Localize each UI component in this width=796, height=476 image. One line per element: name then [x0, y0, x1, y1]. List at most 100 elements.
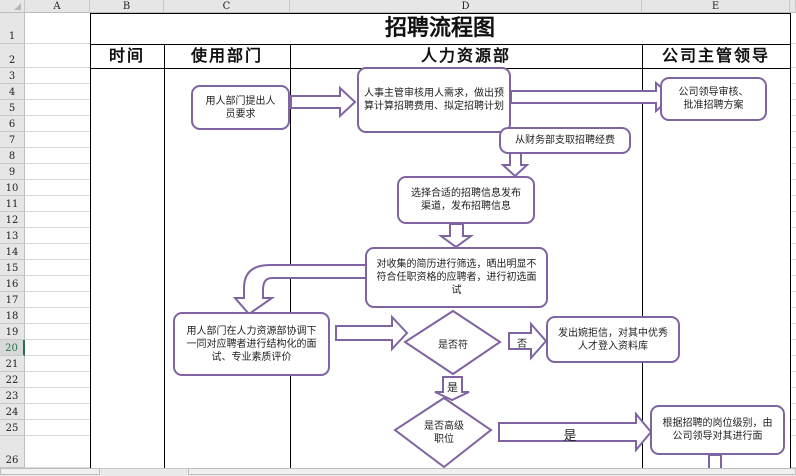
title-bottom-border — [90, 44, 790, 45]
arrow-right-2 — [510, 80, 674, 114]
lane-header-using-dept: 使用部门 — [190, 46, 263, 65]
gridline — [25, 83, 90, 84]
gridline — [791, 195, 796, 196]
select-all-corner[interactable] — [0, 0, 25, 13]
step-text: 人事主管审核用人需求，做出预算计算招聘费用、拟定招聘计划 — [364, 88, 504, 112]
row-header-3[interactable]: 3 — [0, 68, 25, 84]
row-header-15[interactable]: 15 — [0, 260, 25, 276]
gridline — [791, 67, 796, 68]
row-header-17[interactable]: 17 — [0, 292, 25, 308]
row-header-18[interactable]: 18 — [0, 308, 25, 324]
step-user-dept-request[interactable]: 用人部门提出人员要求 — [191, 85, 290, 130]
gridline — [791, 179, 796, 180]
arrow-curve-left — [232, 264, 367, 316]
gridline — [25, 371, 90, 372]
gridline — [25, 243, 90, 244]
step-structured-interview[interactable]: 用人部门在人力资源部协调下一同对应聘者进行结构化的面试、专业素质评价 — [173, 312, 330, 376]
gridline — [791, 339, 796, 340]
row-header-14[interactable]: 14 — [0, 244, 25, 260]
row-header-6[interactable]: 6 — [0, 116, 25, 132]
table-border-right — [790, 13, 791, 468]
gridline — [25, 147, 90, 148]
row-header-4[interactable]: 4 — [0, 84, 25, 100]
step-hr-review-budget[interactable]: 人事主管审核用人需求，做出预算计算招聘费用、拟定招聘计划 — [357, 67, 511, 133]
table-border-top — [90, 13, 790, 14]
step-finance-funds[interactable]: 从财务部支取招聘经费 — [499, 127, 631, 154]
row-header-9[interactable]: 9 — [0, 164, 25, 180]
gridline — [791, 291, 796, 292]
step-leader-interview[interactable]: 根据招聘的岗位级别，由公司领导对其进行面 — [650, 405, 785, 455]
column-header-e[interactable]: E — [642, 0, 790, 13]
gridline — [791, 403, 796, 404]
gridline — [25, 115, 90, 116]
arrow-down-yes — [434, 376, 470, 402]
gridline — [25, 435, 90, 436]
gridline — [25, 195, 90, 196]
step-screen-resumes[interactable]: 对收集的简历进行筛选，晒出明显不符合任职资格的应聘者，进行初选面试 — [365, 247, 548, 308]
row-header-24[interactable]: 24 — [0, 404, 25, 420]
lane-header-management: 公司主管领导 — [661, 46, 770, 65]
row-header-26[interactable]: 26 — [0, 436, 25, 468]
decision-diamond-1 — [403, 309, 502, 376]
gridline — [791, 131, 796, 132]
row-header-16[interactable]: 16 — [0, 276, 25, 292]
row-header-1[interactable]: 1 — [0, 13, 25, 44]
column-header-b[interactable]: B — [90, 0, 164, 13]
column-header-d[interactable]: D — [290, 0, 642, 13]
column-header-c[interactable]: C — [164, 0, 290, 13]
step-rejection-letter[interactable]: 发出婉拒信，对其中优秀人才登入资料库 — [546, 316, 680, 363]
gridline — [25, 307, 90, 308]
decision-1-label: 是否符 — [438, 340, 468, 351]
gridline — [791, 43, 796, 44]
row-header-12[interactable]: 12 — [0, 212, 25, 228]
step-publish-info[interactable]: 选择合适的招聘信息发布渠道，发布招聘信息 — [397, 176, 535, 224]
sheet-tabs-area[interactable] — [0, 468, 100, 475]
chart-title: 招聘流程图 — [384, 15, 495, 41]
yes-label-1: 是 — [447, 381, 458, 394]
gridline — [25, 43, 90, 44]
lane-header-time: 时间 — [108, 46, 145, 65]
gridline — [791, 163, 796, 164]
lane-divider-d-e — [642, 44, 643, 468]
gridline — [791, 83, 796, 84]
row-header-2[interactable]: 2 — [0, 44, 25, 68]
step-leader-approve[interactable]: 公司领导审核、批准招聘方案 — [660, 77, 767, 121]
row-header-25[interactable]: 25 — [0, 420, 25, 436]
row-header-23[interactable]: 23 — [0, 388, 25, 404]
gridline — [791, 419, 796, 420]
column-header-a[interactable]: A — [25, 0, 90, 13]
decision-diamond-2 — [393, 396, 493, 469]
step-text: 公司领导审核、批准招聘方案 — [678, 87, 749, 111]
row-header-5[interactable]: 5 — [0, 100, 25, 116]
step-text: 对收集的简历进行筛选，晒出明显不符合任职资格的应聘者，进行初选面试 — [376, 259, 537, 296]
reject-label: 否 — [517, 339, 527, 350]
gridline — [791, 259, 796, 260]
row-header-20[interactable]: 20 — [0, 340, 25, 356]
gridline — [791, 435, 796, 436]
gridline — [25, 259, 90, 260]
step-text: 选择合适的招聘信息发布渠道，发布招聘信息 — [411, 188, 521, 212]
lane-header-hr: 人力资源部 — [420, 46, 511, 65]
row-header-13[interactable]: 13 — [0, 228, 25, 244]
lane-divider-c-d — [290, 44, 291, 468]
row-header-11[interactable]: 11 — [0, 196, 25, 212]
gridline — [791, 115, 796, 116]
gridline — [791, 99, 796, 100]
scrollbar-thumb[interactable] — [188, 468, 796, 475]
row-header-22[interactable]: 22 — [0, 372, 25, 388]
gridline — [25, 355, 90, 356]
row-header-19[interactable]: 19 — [0, 324, 25, 340]
step-text: 用人部门提出人员要求 — [205, 95, 276, 120]
row-header-7[interactable]: 7 — [0, 132, 25, 148]
gridline — [25, 419, 90, 420]
table-border-left — [90, 13, 91, 468]
step-text: 从财务部支取招聘经费 — [515, 135, 615, 146]
gridline — [25, 339, 90, 340]
gridline — [25, 227, 90, 228]
gridline — [791, 227, 796, 228]
row-header-10[interactable]: 10 — [0, 180, 25, 196]
row-header-8[interactable]: 8 — [0, 148, 25, 164]
gridline — [25, 467, 90, 468]
arrow-down-1 — [500, 152, 530, 178]
row-header-21[interactable]: 21 — [0, 356, 25, 372]
